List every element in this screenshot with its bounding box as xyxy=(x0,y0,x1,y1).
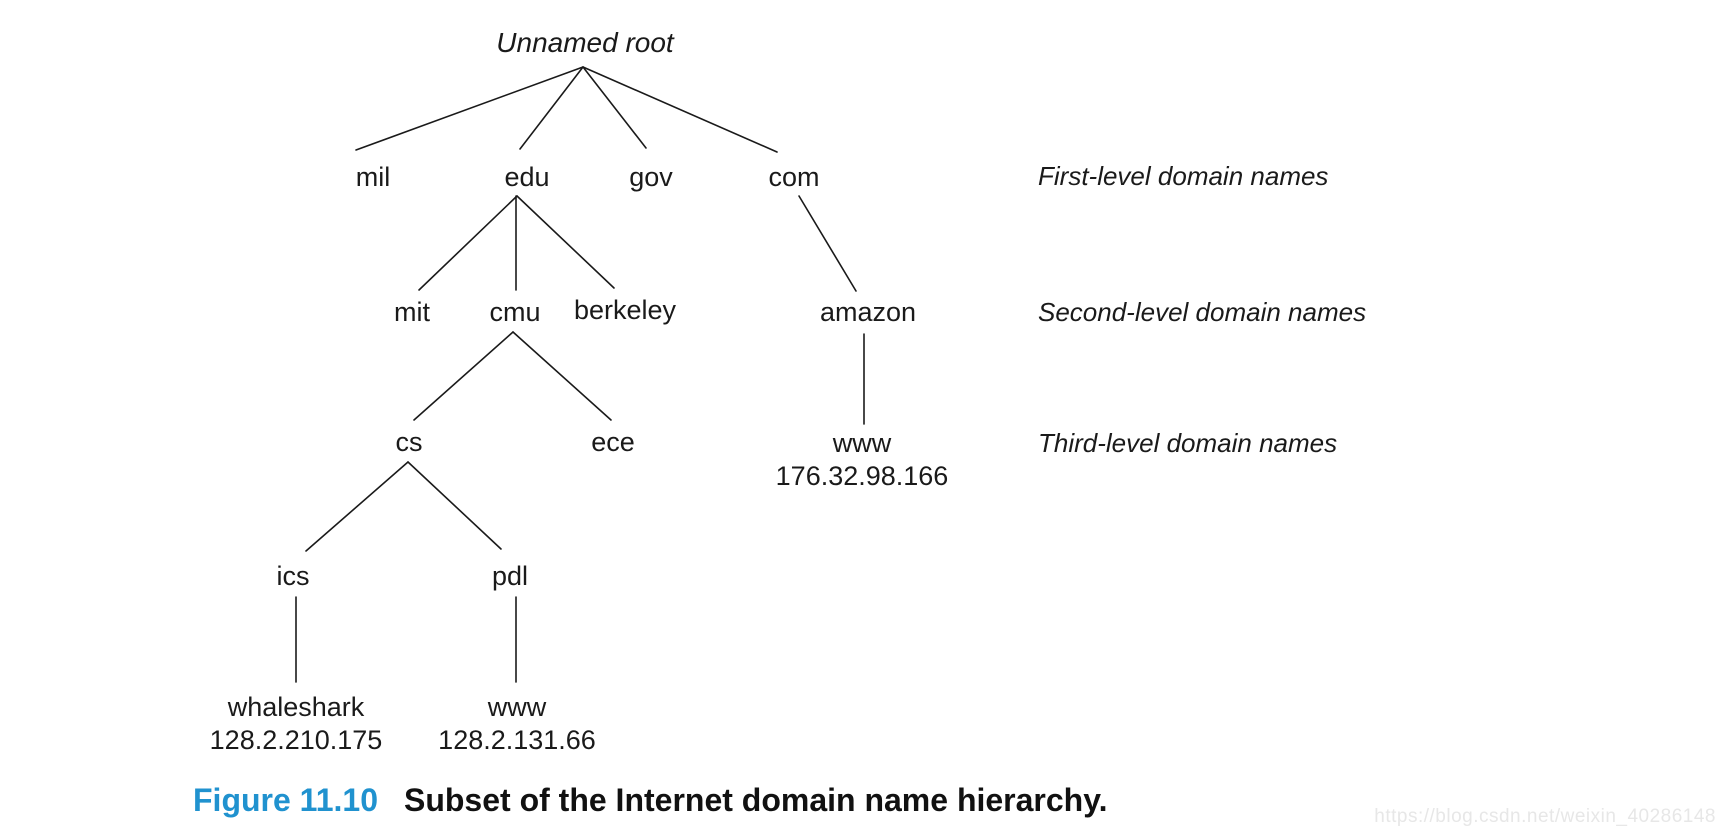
node-ece-label: ece xyxy=(591,427,635,457)
node-gov-label: gov xyxy=(629,162,673,192)
first-level-annotation: First-level domain names xyxy=(1038,161,1328,191)
node-www-pdl-ip: 128.2.131.66 xyxy=(438,725,596,755)
node-whaleshark-ip: 128.2.210.175 xyxy=(210,725,383,755)
node-cmu-label: cmu xyxy=(489,297,540,327)
node-whaleshark-label: whaleshark xyxy=(227,692,365,722)
figure-caption-text: Subset of the Internet domain name hiera… xyxy=(403,782,1108,818)
node-pdl-label: pdl xyxy=(492,561,528,591)
edge-cmu-ece xyxy=(512,331,612,421)
third-level-annotation: Third-level domain names xyxy=(1038,428,1337,458)
figure-caption: Figure 11.10 Subset of the Internet domai… xyxy=(193,782,1108,819)
edge-root-com xyxy=(582,66,778,153)
edge-cs-ics xyxy=(305,461,409,552)
node-root-label: Unnamed root xyxy=(496,27,675,58)
node-mil-label: mil xyxy=(356,162,391,192)
edge-cmu-cs xyxy=(413,331,514,421)
edge-edu-mit xyxy=(418,195,518,291)
node-mit-label: mit xyxy=(394,297,430,327)
node-amazon-label: amazon xyxy=(820,297,916,327)
node-com-label: com xyxy=(768,162,819,192)
csdn-watermark: https://blog.csdn.net/weixin_40286148 xyxy=(1374,806,1716,827)
edge-edu-berkeley xyxy=(516,195,615,289)
edge-com-amazon xyxy=(798,195,857,292)
node-cs-label: cs xyxy=(396,427,423,457)
edge-root-mil xyxy=(355,66,584,151)
node-berkeley-label: berkeley xyxy=(574,295,677,325)
node-ics-label: ics xyxy=(277,561,310,591)
edge-root-edu xyxy=(519,66,584,150)
figure-number: Figure 11.10 xyxy=(193,782,378,818)
node-edu-label: edu xyxy=(504,162,549,192)
edge-cs-pdl xyxy=(407,461,502,550)
edge-root-gov xyxy=(582,66,647,149)
node-www-pdl-label: www xyxy=(487,692,547,722)
node-www-amazon-ip: 176.32.98.166 xyxy=(776,461,949,491)
node-www-amazon-label: www xyxy=(832,428,892,458)
second-level-annotation: Second-level domain names xyxy=(1038,297,1366,327)
